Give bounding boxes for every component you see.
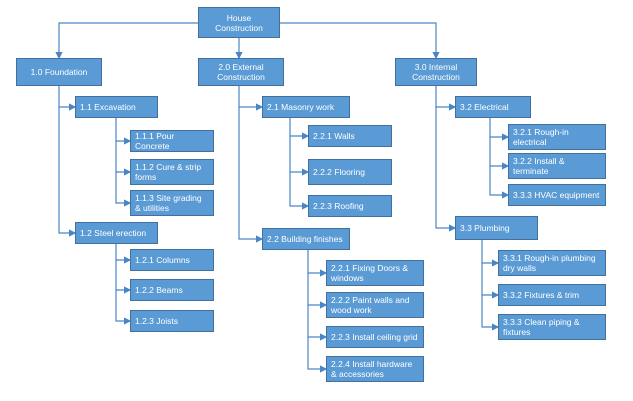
- connector-arrow: [238, 107, 264, 243]
- connector-arrow: [435, 107, 457, 232]
- connector-arrow: [115, 244, 132, 264]
- node-1-2-1-columns: 1.2.1 Columns: [130, 249, 214, 271]
- connector-arrow: [238, 86, 264, 111]
- node-3-3-3-hvac-equipment: 3.3.3 HVAC equipment: [508, 184, 606, 206]
- connector-arrow: [481, 240, 500, 267]
- node-3-2-electrical: 3.2 Electrical: [455, 96, 531, 118]
- node-2-2-building-finishes: 2.2 Building finishes: [262, 228, 350, 250]
- node-3-2-1-rough-in-electrical: 3.2.1 Rough-in electrical: [508, 124, 606, 150]
- connector-arrow: [58, 107, 77, 237]
- node-root: House Construction: [198, 7, 280, 38]
- connector-arrow: [115, 260, 132, 294]
- connector-arrow: [489, 118, 510, 141]
- connector-arrow: [115, 290, 132, 325]
- node-2-2-2-paint-walls: 2.2.2 Paint walls and wood work: [326, 292, 424, 318]
- node-1-1-2-cure-strip-forms: 1.1.2 Cure & strip forms: [130, 159, 214, 185]
- node-3-3-1-rough-in-plumbing: 3.3.1 Rough-in plumbing dry walls: [498, 250, 606, 276]
- connector-arrow: [115, 118, 132, 145]
- connector-arrow: [481, 263, 500, 299]
- connector-arrow: [307, 250, 328, 277]
- connector-arrow: [435, 86, 457, 111]
- node-3-3-3-clean-piping: 3.3.3 Clean piping & fixtures: [498, 314, 606, 340]
- connector-arrow: [307, 337, 328, 373]
- connector-arrow: [289, 172, 310, 210]
- connector-arrow: [307, 273, 328, 309]
- node-2-2-3-ceiling-grid: 2.2.3 Install ceiling grid: [326, 326, 424, 348]
- node-3-3-2-fixtures-trim: 3.3.2 Fixtures & trim: [498, 284, 606, 306]
- connector-arrow: [289, 136, 310, 176]
- connector-arrow: [489, 166, 510, 199]
- node-3-2-2-install-terminate: 3.2.2 Install & terminate: [508, 153, 606, 179]
- node-2-0-external-construction: 2.0 External Construction: [198, 58, 284, 86]
- connector-arrow: [289, 118, 310, 140]
- node-2-2-2-flooring: 2.2.2 Flooring: [308, 159, 392, 185]
- node-1-0-foundation: 1.0 Foundation: [16, 58, 102, 86]
- node-2-2-3-roofing: 2.2.3 Roofing: [308, 195, 392, 217]
- node-3-0-internal-construction: 3.0 Internal Construction: [395, 58, 477, 86]
- connector-arrow: [115, 141, 132, 176]
- node-1-1-excavation: 1.1 Excavation: [75, 96, 158, 118]
- connector-arrow: [55, 22, 198, 60]
- node-2-2-1-fixing-doors: 2.2.1 Fixing Doors & windows: [326, 260, 424, 286]
- node-1-2-2-beams: 1.2.2 Beams: [130, 279, 214, 301]
- connector-arrow: [481, 295, 500, 331]
- connector-arrow: [307, 305, 328, 341]
- node-1-2-steel-erection: 1.2 Steel erection: [75, 222, 158, 244]
- node-3-3-plumbing: 3.3 Plumbing: [455, 216, 538, 240]
- connector-arrow: [489, 137, 510, 170]
- node-2-2-1-walls: 2.2.1 Walls: [308, 125, 392, 147]
- node-2-2-4-install-hardware: 2.2.4 Install hardware & accessories: [326, 356, 424, 382]
- connector-arrow: [58, 86, 77, 111]
- node-2-1-masonry-work: 2.1 Masonry work: [262, 96, 350, 118]
- connector-arrow: [280, 22, 440, 60]
- node-1-1-3-site-grading: 1.1.3 Site grading & utilities: [130, 190, 214, 216]
- node-1-2-3-joists: 1.2.3 Joists: [130, 310, 214, 332]
- node-1-1-1-pour-concrete: 1.1.1 Pour Concrete: [130, 130, 214, 152]
- connector-arrow: [115, 172, 132, 207]
